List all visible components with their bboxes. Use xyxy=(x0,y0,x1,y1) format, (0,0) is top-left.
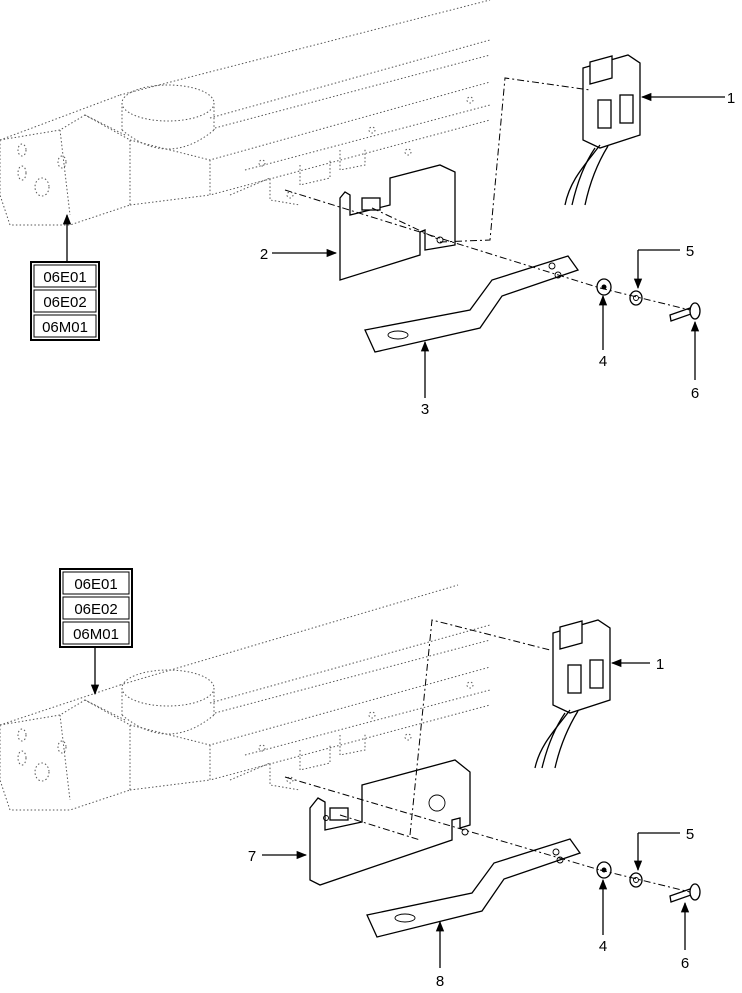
bolt-part-6 xyxy=(669,302,701,322)
callout-6: 6 xyxy=(681,955,689,972)
bracket-part-2 xyxy=(339,164,456,281)
callout-7: 7 xyxy=(248,848,256,865)
washer-part-4 xyxy=(596,278,612,296)
bolt-part-6 xyxy=(669,883,701,903)
upper-code-box: 06E01 06E02 06M01 xyxy=(30,261,100,341)
code-item: 06E01 xyxy=(43,269,86,286)
callout-2: 2 xyxy=(260,246,268,263)
sensor-part-1 xyxy=(534,619,611,769)
code-item: 06E02 xyxy=(43,294,86,311)
arm-part-8 xyxy=(366,838,582,938)
code-item: 06E01 xyxy=(74,576,117,593)
code-item: 06E02 xyxy=(74,601,117,618)
upper-view: 06E01 06E02 06M01 1 2 3 4 5 6 xyxy=(0,0,735,418)
lower-view: 06E01 06E02 06M01 1 7 8 4 5 6 xyxy=(0,568,701,990)
code-item: 06M01 xyxy=(42,319,88,336)
frame-rail xyxy=(0,584,491,811)
lower-code-box: 06E01 06E02 06M01 xyxy=(59,568,133,648)
callout-4: 4 xyxy=(599,938,607,955)
callout-5: 5 xyxy=(686,826,694,843)
lock-washer-part-5 xyxy=(629,872,643,888)
frame-rail xyxy=(0,0,491,226)
callout-1: 1 xyxy=(656,656,664,673)
callout-8: 8 xyxy=(436,973,444,990)
code-item: 06M01 xyxy=(73,626,119,643)
callout-4: 4 xyxy=(599,353,607,370)
sensor-part-1 xyxy=(564,54,641,206)
lock-washer-part-5 xyxy=(629,290,643,306)
callout-1: 1 xyxy=(727,90,735,107)
callout-6: 6 xyxy=(691,385,699,402)
callout-3: 3 xyxy=(421,401,429,418)
bracket-part-7 xyxy=(309,759,471,886)
arm-part-3 xyxy=(364,255,580,353)
washer-part-4 xyxy=(596,861,612,879)
callout-5: 5 xyxy=(686,243,694,260)
